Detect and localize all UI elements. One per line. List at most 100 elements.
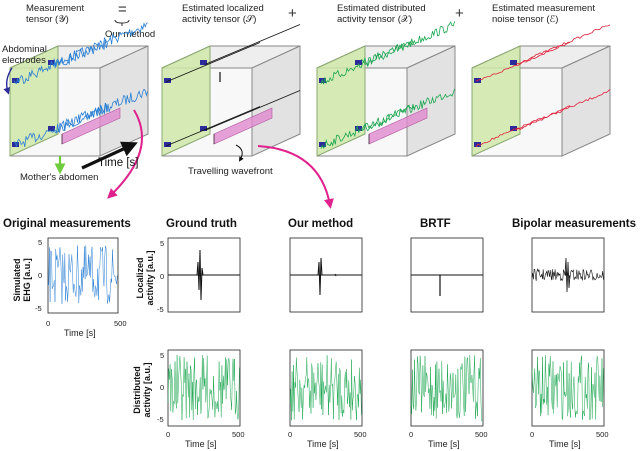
panel-distributed-ours (289, 349, 363, 427)
xtick-gt-500: 500 (232, 430, 245, 439)
ytick-dist-neg5: -5 (157, 415, 164, 424)
ytick-dist-0: 0 (160, 383, 165, 392)
ytick-dist-5: 5 (160, 351, 165, 360)
electrode-3 (200, 126, 207, 131)
brace-icon (114, 19, 130, 26)
noise-signal-2 (475, 41, 571, 82)
measurement-line2: tensor (𝒴) (26, 14, 69, 25)
xtick-500: 500 (114, 319, 127, 328)
distributed-signal-3 (320, 104, 415, 150)
pink-arrow-2 (257, 145, 334, 209)
electrode-1 (319, 142, 326, 147)
xlabel-om: Time [s] (307, 439, 339, 449)
tensor-cube-3 (471, 24, 611, 157)
title-original: Original measurements (3, 218, 131, 230)
spike-ours (317, 257, 323, 296)
xlabel-brtf: Time [s] (428, 439, 460, 449)
tensor-cubes (3, 21, 611, 209)
time-axis-label: Time [s] (98, 157, 139, 169)
electrode-3 (510, 126, 517, 131)
abdomen-label: Mother's abdomen (20, 172, 99, 183)
wavefront-arrow (235, 144, 244, 162)
xtick-bip-500: 500 (596, 430, 609, 439)
distributed-signal-0 (360, 21, 455, 66)
noise-line2: noise tensor (ℰ) (492, 14, 559, 25)
measurement-signal-0 (53, 22, 148, 69)
noise-line1: Estimated measurement (492, 3, 595, 14)
xtick-gt-0: 0 (166, 430, 171, 439)
electrode-2 (355, 60, 362, 65)
panel-distributed-brtf (410, 349, 484, 427)
plus-sign-2: + (455, 5, 464, 22)
spike-bipolar (564, 257, 571, 293)
ytick-loc-0: 0 (160, 272, 165, 281)
panel-distributed-bipolar (531, 349, 605, 427)
panel-original (47, 237, 119, 314)
electrode-2 (510, 60, 517, 65)
xlabel-original: Time [s] (64, 328, 96, 338)
ytick-0: 0 (38, 271, 43, 280)
series-original (47, 245, 118, 304)
distributed-signal-2 (320, 40, 415, 85)
our-method-label: Our method (105, 29, 156, 40)
electrode-1 (164, 142, 171, 147)
electrodes-arrow (3, 67, 13, 95)
electrodes-label: Abdominal electrodes (2, 44, 47, 66)
noise-signal-0 (515, 24, 611, 65)
title-our-method: Our method (288, 218, 354, 230)
measurement-line1: Measurement (26, 3, 85, 14)
xtick-0: 0 (46, 319, 51, 328)
series-distributed-brtf (410, 355, 483, 422)
measurement-signal-1 (53, 88, 148, 134)
abdomen-slice (471, 45, 521, 157)
localized-line2: activity tensor (𝒮) (182, 14, 257, 25)
localized-line1: Estimated localized (182, 3, 264, 14)
noise-tensor-label: Estimated measurement noise tensor (ℰ) (492, 3, 595, 25)
series-distributed-bipolar (531, 355, 604, 421)
abdomen-slice (316, 45, 366, 157)
electrodes-line1: Abdominal (2, 44, 47, 55)
diagram-arrows (3, 67, 334, 209)
title-brtf: BRTF (420, 218, 451, 230)
spike-gt (196, 249, 204, 301)
measurement-signal-2 (13, 39, 108, 85)
localized-signal-2 (165, 42, 261, 83)
localized-tensor-label: Estimated localized activity tensor (𝒮) (182, 3, 264, 25)
electrodes-line2: electrodes (2, 55, 46, 66)
measurement-tensor-label: Measurement tensor (𝒴) (26, 3, 84, 25)
ytick-5: 5 (38, 238, 43, 247)
title-bipolar: Bipolar measurements (512, 218, 636, 230)
time-arrow (81, 141, 138, 170)
localized-signal-3 (165, 106, 261, 147)
localized-signal-1 (205, 90, 301, 131)
xtick-brtf-0: 0 (409, 430, 414, 439)
series-distributed-gt (167, 354, 240, 421)
ytick-neg5: -5 (35, 304, 42, 313)
xtick-om-500: 500 (354, 430, 367, 439)
pink-arrow-1 (107, 109, 143, 199)
xtick-bip-0: 0 (530, 430, 535, 439)
panel-distributed-gt (167, 349, 241, 427)
tensor-cube-1 (161, 24, 301, 157)
equals-sign: = (118, 1, 127, 18)
plus-sign-1: + (288, 5, 297, 22)
ytick-loc-neg5: -5 (157, 305, 164, 314)
noise-signal-1 (515, 89, 611, 131)
xlabel-bip: Time [s] (549, 439, 581, 449)
electrode-3 (355, 126, 362, 131)
electrode-3 (48, 126, 55, 131)
distributed-line2: activity tensor (𝒳) (337, 14, 413, 25)
tensor-cube-0 (9, 22, 149, 157)
electrode-2 (200, 60, 207, 65)
abdomen-slice (9, 45, 59, 157)
electrode-0 (164, 78, 171, 83)
panel-localized-bipolar (531, 237, 605, 313)
measurement-signal-3 (13, 102, 108, 148)
title-ground-truth: Ground truth (166, 218, 237, 230)
xtick-om-0: 0 (288, 430, 293, 439)
tensor-cube-2 (316, 21, 456, 157)
xtick-brtf-500: 500 (475, 430, 488, 439)
series-distributed-ours (289, 355, 362, 421)
distributed-tensor-label: Estimated distributed activity tensor (𝒳… (337, 3, 426, 25)
